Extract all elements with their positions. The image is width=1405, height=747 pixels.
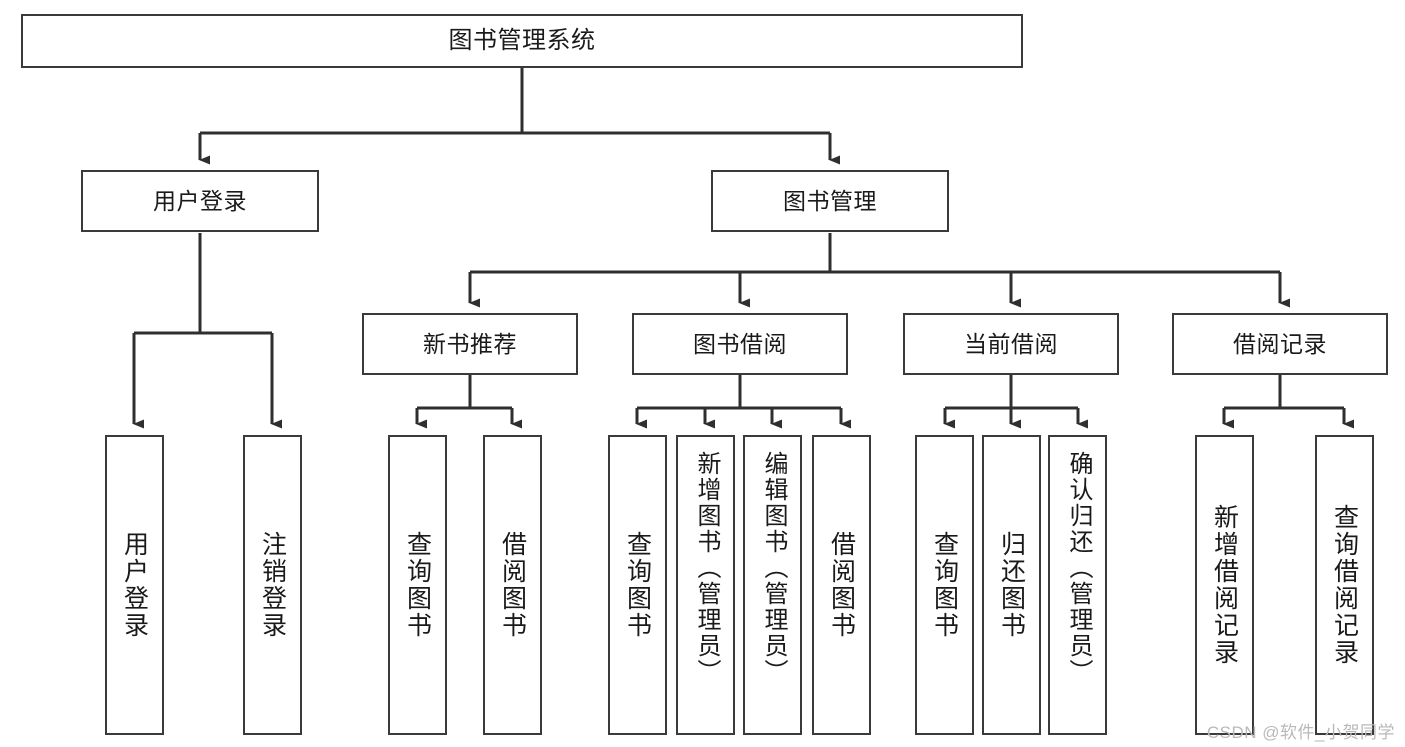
node-label: 新书推荐 [423,330,517,357]
node-label: 查询图书 [623,531,652,639]
node-book-management[interactable]: 图书管理 [711,170,949,232]
node-label: 注销登录 [258,531,287,639]
node-label: 新增借阅记录 [1210,504,1239,666]
node-user-login[interactable]: 用户登录 [81,170,319,232]
node-label: 查询图书 [403,531,432,639]
node-label: 借阅图书 [498,531,527,639]
node-label: 确认归还（管理员） [1064,451,1092,685]
leaf-borrow-query-book[interactable]: 查询图书 [608,435,667,735]
node-label: 查询借阅记录 [1330,504,1359,666]
leaf-current-return-book[interactable]: 归还图书 [982,435,1041,735]
csdn-watermark: CSDN @软件_小贺同学 [1206,723,1395,742]
leaf-borrow-edit-book-admin[interactable]: 编辑图书（管理员） [743,435,802,735]
node-new-book-recommendation[interactable]: 新书推荐 [362,313,578,375]
node-label: 图书管理系统 [448,27,596,55]
node-label: 新增图书（管理员） [692,451,720,685]
leaf-record-query-borrow-record[interactable]: 查询借阅记录 [1315,435,1374,735]
node-label: 编辑图书（管理员） [759,451,787,685]
node-label: 借阅图书 [827,531,856,639]
node-label: 查询图书 [930,531,959,639]
leaf-recommend-borrow-book[interactable]: 借阅图书 [483,435,542,735]
leaf-user-login[interactable]: 用户登录 [105,435,164,735]
leaf-recommend-query-book[interactable]: 查询图书 [388,435,447,735]
node-label: 借阅记录 [1233,330,1327,357]
node-borrowing-record[interactable]: 借阅记录 [1172,313,1388,375]
node-book-borrowing[interactable]: 图书借阅 [632,313,848,375]
node-root-book-management-system[interactable]: 图书管理系统 [21,14,1023,68]
node-label: 用户登录 [120,531,149,639]
node-current-borrowing[interactable]: 当前借阅 [903,313,1119,375]
leaf-borrow-borrow-book[interactable]: 借阅图书 [812,435,871,735]
node-label: 图书管理 [783,187,877,214]
leaf-current-query-book[interactable]: 查询图书 [915,435,974,735]
leaf-current-confirm-return-admin[interactable]: 确认归还（管理员） [1048,435,1107,735]
node-label: 用户登录 [153,187,247,214]
leaf-borrow-add-book-admin[interactable]: 新增图书（管理员） [676,435,735,735]
node-label: 归还图书 [997,531,1026,639]
node-label: 图书借阅 [693,330,787,357]
leaf-record-add-borrow-record[interactable]: 新增借阅记录 [1195,435,1254,735]
leaf-logout[interactable]: 注销登录 [243,435,302,735]
node-label: 当前借阅 [964,330,1058,357]
